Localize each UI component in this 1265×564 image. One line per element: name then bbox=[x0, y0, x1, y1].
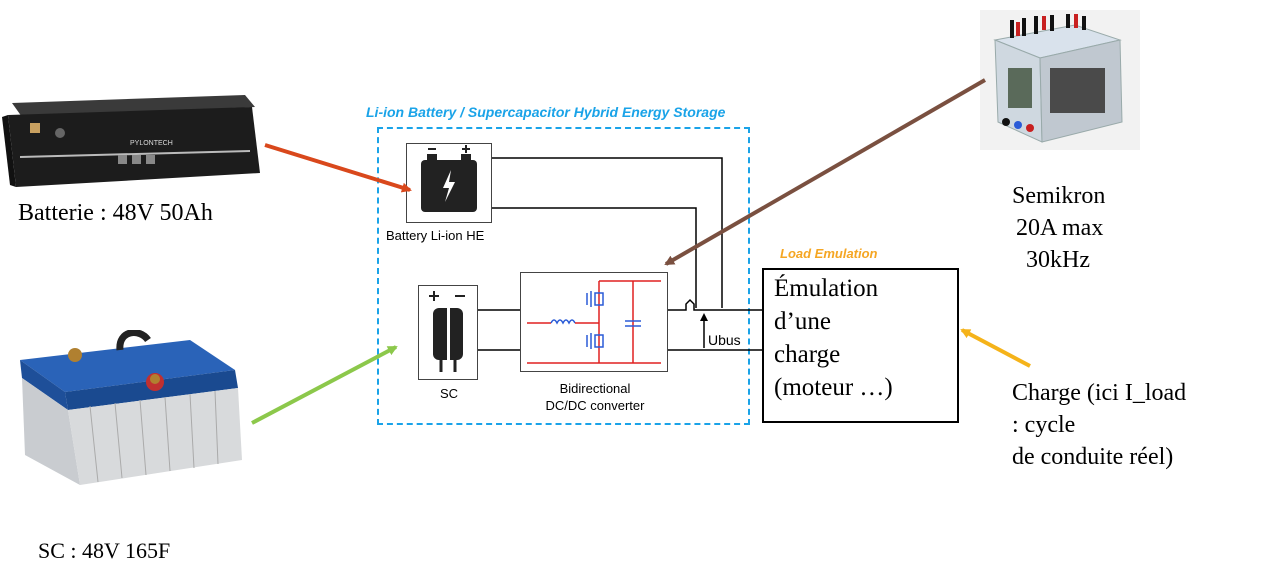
load-pointer-arrow bbox=[962, 330, 1030, 366]
semikron-pointer-arrow bbox=[666, 80, 985, 264]
battery-pointer-arrow bbox=[265, 145, 410, 190]
supercap-pointer-arrow bbox=[252, 347, 396, 423]
